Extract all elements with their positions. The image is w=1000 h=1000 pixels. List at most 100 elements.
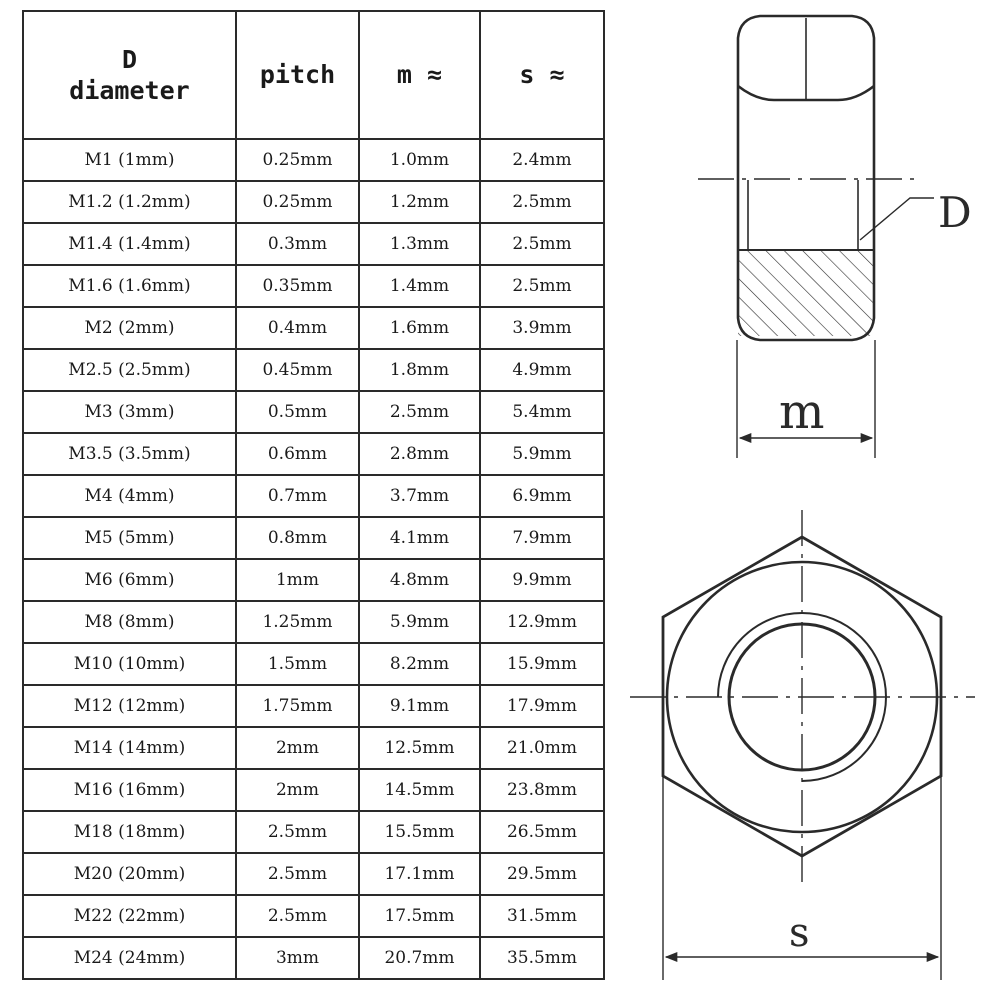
header-m: m ≈ [358,10,481,140]
cell-s: 35.5mm [479,936,605,980]
s-label: s [789,910,810,956]
cell-pitch: 2.5mm [235,852,360,896]
cell-s: 17.9mm [479,684,605,728]
cell-pitch: 0.6mm [235,432,360,476]
cell-pitch: 2mm [235,726,360,770]
cell-s: 15.9mm [479,642,605,686]
cell-pitch: 0.8mm [235,516,360,560]
cell-d-diameter: M12 (12mm) [22,684,237,728]
cell-pitch: 0.35mm [235,264,360,308]
cell-pitch: 0.3mm [235,222,360,266]
cell-m: 1.8mm [358,348,481,392]
cell-m: 1.4mm [358,264,481,308]
cell-pitch: 3mm [235,936,360,980]
cell-s: 23.8mm [479,768,605,812]
nut-side-outline [736,14,876,342]
thread-root-arc [717,612,887,782]
cell-d-diameter: M5 (5mm) [22,516,237,560]
cell-m: 4.8mm [358,558,481,602]
cell-m: 17.5mm [358,894,481,938]
cell-pitch: 2.5mm [235,894,360,938]
cell-pitch: 2mm [235,768,360,812]
cell-d-diameter: M1 (1mm) [22,138,237,182]
cell-m: 2.8mm [358,432,481,476]
cell-d-diameter: M18 (18mm) [22,810,237,854]
cell-s: 21.0mm [479,726,605,770]
cell-m: 2.5mm [358,390,481,434]
cell-m: 1.2mm [358,180,481,224]
cell-s: 12.9mm [479,600,605,644]
cell-pitch: 1.5mm [235,642,360,686]
cell-pitch: 0.25mm [235,138,360,182]
cell-d-diameter: M8 (8mm) [22,600,237,644]
cell-m: 14.5mm [358,768,481,812]
cell-pitch: 0.4mm [235,306,360,350]
cell-m: 1.0mm [358,138,481,182]
cell-d-diameter: M16 (16mm) [22,768,237,812]
header-pitch-label: pitch [259,60,336,90]
cell-s: 29.5mm [479,852,605,896]
m-label: m [779,384,825,440]
cell-pitch: 1mm [235,558,360,602]
cell-s: 31.5mm [479,894,605,938]
cell-s: 3.9mm [479,306,605,350]
cell-s: 26.5mm [479,810,605,854]
cell-d-diameter: M24 (24mm) [22,936,237,980]
cell-s: 6.9mm [479,474,605,518]
cell-m: 9.1mm [358,684,481,728]
cell-pitch: 0.5mm [235,390,360,434]
cell-pitch: 0.25mm [235,180,360,224]
cell-m: 5.9mm [358,600,481,644]
cell-m: 20.7mm [358,936,481,980]
d-label: D [938,188,972,237]
cell-m: 17.1mm [358,852,481,896]
cell-d-diameter: M1.2 (1.2mm) [22,180,237,224]
table-header-row: D diameter pitch m ≈ s ≈ [22,10,605,140]
header-s: s ≈ [479,10,605,140]
cell-m: 1.6mm [358,306,481,350]
cell-d-diameter: M22 (22mm) [22,894,237,938]
cell-s: 2.5mm [479,222,605,266]
cell-d-diameter: M14 (14mm) [22,726,237,770]
cell-m: 8.2mm [358,642,481,686]
header-m-label: m ≈ [396,60,443,90]
header-d-line2: diameter [69,76,190,105]
cell-d-diameter: M3 (3mm) [22,390,237,434]
cell-d-diameter: M1.6 (1.6mm) [22,264,237,308]
cell-m: 15.5mm [358,810,481,854]
cell-s: 5.9mm [479,432,605,476]
cell-d-diameter: M3.5 (3.5mm) [22,432,237,476]
cell-pitch: 0.7mm [235,474,360,518]
cell-s: 9.9mm [479,558,605,602]
header-d-line1: D [121,44,138,74]
cell-s: 4.9mm [479,348,605,392]
cell-d-diameter: M20 (20mm) [22,852,237,896]
cell-s: 7.9mm [479,516,605,560]
cell-pitch: 1.75mm [235,684,360,728]
cell-d-diameter: M10 (10mm) [22,642,237,686]
cell-s: 5.4mm [479,390,605,434]
thread-section-hatch [738,250,874,336]
cell-d-diameter: M2 (2mm) [22,306,237,350]
cell-d-diameter: M1.4 (1.4mm) [22,222,237,266]
nut-top-view [630,510,975,980]
